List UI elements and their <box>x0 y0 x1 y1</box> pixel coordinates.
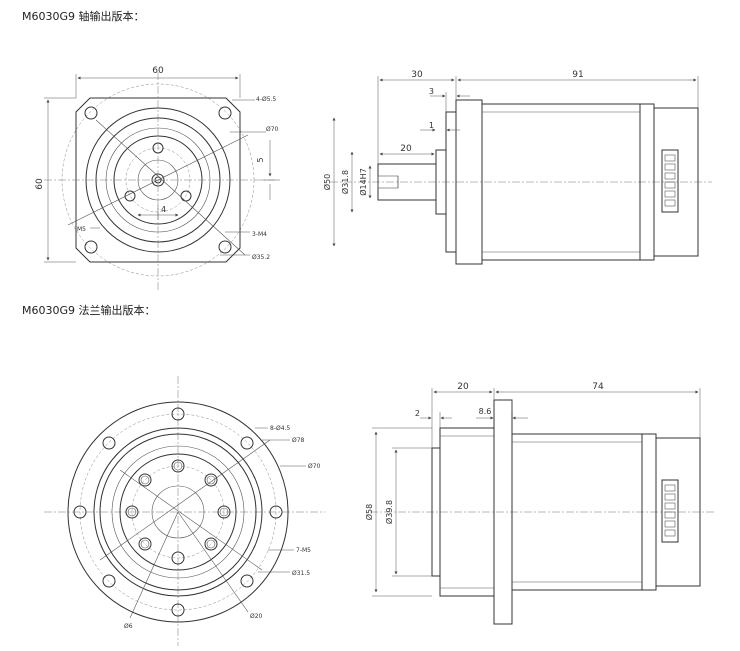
flange-version-heading: M6030G9 法兰输出版本： <box>22 304 156 317</box>
flange-side-pilot-dia-label: Ø39.8 <box>384 500 394 524</box>
shaft-front-width-label: 60 <box>152 66 164 76</box>
flange-side-thk-label: 8.6 <box>479 407 492 416</box>
flange-front-holes-label: 8-Ø4.5 <box>270 425 290 432</box>
shaft-side-view: 30 91 3 1 20 Ø50 Ø31.8 Ø14H7 <box>322 70 712 265</box>
flange-side-flange-len-label: 20 <box>457 382 469 392</box>
flange-side-motor-len-label: 74 <box>592 382 604 392</box>
flange-front-pcd-label: Ø31.5 <box>292 570 310 577</box>
flange-side-pilot-label: 2 <box>415 409 420 418</box>
flange-side-outer-dia-label: Ø58 <box>364 504 374 520</box>
flange-front-view: 8-Ø4.5 Ø78 Ø70 7-M5 Ø31.5 Ø6 Ø20 <box>44 376 325 646</box>
shaft-front-height-label: 60 <box>35 178 45 190</box>
shaft-side-outer-dia-label: Ø50 <box>322 174 332 190</box>
shaft-front-holes-label: 4-Ø5.5 <box>256 96 276 103</box>
shaft-front-m5-label: M5 <box>77 226 86 233</box>
flange-side-view: 20 74 2 8.6 Ø58 Ø39.8 <box>364 382 716 625</box>
flange-front-threads-label: 7-M5 <box>296 547 311 554</box>
shaft-side-pilot-dia-label: Ø31.8 <box>340 170 350 194</box>
shaft-side-motor-len-label: 91 <box>572 70 583 80</box>
flange-front-inner-label: Ø20 <box>250 613 263 620</box>
shaft-front-view: 60 60 4-Ø5.5 Ø70 5 4 M5 3-M4 Ø35.2 <box>35 66 280 290</box>
shaft-front-threads-label: 3-M4 <box>252 231 267 238</box>
shaft-side-step-label: 1 <box>429 121 434 130</box>
flange-front-outer-label: Ø78 <box>292 437 305 444</box>
shaft-side-pilot-label: 3 <box>429 87 434 96</box>
flange-front-bolt-circle-label: Ø70 <box>308 463 321 470</box>
flange-front-center-hole-label: Ø6 <box>124 623 133 630</box>
shaft-version-heading: M6030G9 轴输出版本： <box>22 10 145 23</box>
shaft-front-pcd-label: Ø35.2 <box>252 254 270 261</box>
shaft-front-offset5-label: 5 <box>256 157 265 162</box>
shaft-side-flange-len-label: 30 <box>411 70 423 80</box>
shaft-side-shaft-dia-label: Ø14H7 <box>358 168 368 196</box>
shaft-front-bolt-circle-label: Ø70 <box>266 126 279 133</box>
shaft-side-shaft-len-label: 20 <box>400 144 412 154</box>
shaft-front-offset4-label: 4 <box>161 205 166 214</box>
